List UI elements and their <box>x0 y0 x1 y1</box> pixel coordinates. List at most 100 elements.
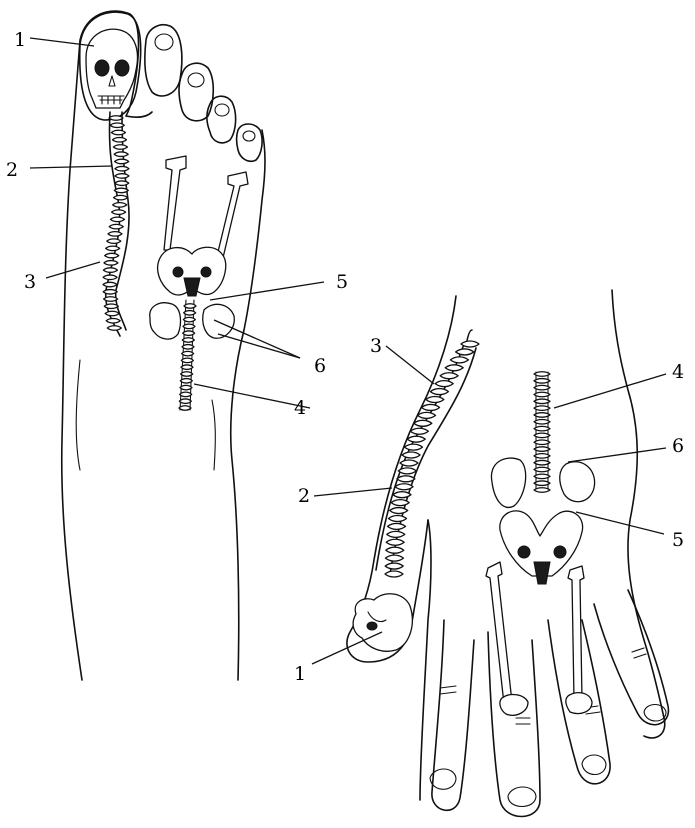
hand-vertebra <box>389 515 407 521</box>
hand-vertebra <box>418 412 436 418</box>
hand-cord-segment <box>534 474 550 479</box>
hand-label-pelvis: 5 <box>672 529 684 551</box>
foot-vertebra <box>108 232 122 237</box>
hand-cord-segment <box>534 426 550 431</box>
hand-vertebra <box>450 357 468 363</box>
hand-vertebra <box>385 563 403 569</box>
foot-vertebra <box>113 203 127 208</box>
foot-vertebra <box>110 217 124 222</box>
foot-cord-segment <box>184 304 196 309</box>
hand-cord-segment <box>534 399 550 404</box>
hand-cord-segment <box>534 406 550 411</box>
hand-cord-segment <box>534 413 550 418</box>
hand-vertebra <box>461 341 479 347</box>
toe-2 <box>145 25 182 96</box>
foot-vertebra <box>115 181 129 186</box>
foot-cord-segment <box>182 345 194 350</box>
hand-vertebra <box>390 508 408 514</box>
foot-vertebra <box>106 319 120 324</box>
foot-leg-bones <box>164 156 248 262</box>
hand-skull <box>353 594 412 652</box>
foot-vertebra <box>114 195 128 200</box>
hand-vertebra <box>400 460 418 466</box>
foot-cord-segment <box>180 385 192 390</box>
hand-vertebra <box>414 420 432 426</box>
hand-cord-segment <box>534 379 550 384</box>
hand-vertebra <box>395 484 413 490</box>
hand-vertebra <box>445 365 463 371</box>
foot-vertebrae <box>103 116 129 331</box>
foot-cord-segment <box>181 358 193 363</box>
foot-vertebra <box>105 253 119 258</box>
hand-vertebra <box>397 476 415 482</box>
hand-cord-segment <box>534 420 550 425</box>
foot-vertebra <box>103 290 117 295</box>
hand-right-edge <box>612 290 665 738</box>
foot-cord-segment <box>179 406 191 411</box>
hand-vertebra <box>440 373 458 379</box>
hand-vertebra <box>407 436 425 442</box>
foot-label-cervical-spine: 2 <box>6 159 18 181</box>
foot-vertebra <box>106 246 120 251</box>
hand-vertebra <box>456 349 474 355</box>
foot-cord-segment <box>180 379 192 384</box>
foot-illustration <box>62 11 265 680</box>
hand-vertebra <box>430 389 448 395</box>
hand-cord-segment <box>534 372 550 377</box>
hand-vertebra <box>385 571 403 577</box>
foot-vertebra <box>115 174 129 179</box>
foot-vertebra <box>103 268 117 273</box>
foot-vertebra <box>115 166 129 171</box>
hand-cord-segment <box>534 454 550 459</box>
foot-pelvis <box>158 247 226 296</box>
toe-4 <box>207 96 236 143</box>
foot-label-pelvis: 5 <box>336 271 348 293</box>
foot-cord-segment <box>182 351 194 356</box>
hand-vertebra <box>388 523 406 529</box>
hand-vertebra <box>426 397 444 403</box>
foot-outline <box>62 11 152 680</box>
foot-label-kidneys: 6 <box>314 355 326 377</box>
hand-vertebra <box>387 531 405 537</box>
hand-vertebra <box>404 444 422 450</box>
foot-vertebra <box>114 188 128 193</box>
foot-vertebra <box>104 261 118 266</box>
hand-vertebra <box>386 539 404 545</box>
foot-cord-segment <box>180 392 192 397</box>
hand-vertebra <box>422 404 440 410</box>
foot-leaders <box>30 38 324 408</box>
foot-vertebra <box>109 224 123 229</box>
hand-cord-segment <box>534 433 550 438</box>
hand-vertebra <box>393 492 411 498</box>
hand-label-thoracic-lumbar-spine: 3 <box>370 335 382 357</box>
hand-cord-segment <box>534 488 550 493</box>
hand-label-kidneys: 6 <box>672 435 684 457</box>
foot-vertebra <box>112 210 126 215</box>
hand-limb-bones <box>486 562 592 715</box>
hand-vertebra <box>410 428 428 434</box>
hand-vertebra <box>386 547 404 553</box>
foot-vertebra <box>111 130 125 135</box>
foot-vertebra <box>104 297 118 302</box>
hand-cord-segment <box>534 440 550 445</box>
foot-vertebra <box>105 311 119 316</box>
hand-vertebra <box>402 452 420 458</box>
hand-vertebra <box>385 555 403 561</box>
foot-cord-segment <box>184 311 196 316</box>
foot-vertebra <box>114 152 128 157</box>
foot-vertebra <box>112 137 126 142</box>
foot-label-thoracic-lumbar-spine: 3 <box>24 271 36 293</box>
hand-label-spinal-cord: 4 <box>672 361 684 383</box>
index-finger <box>432 620 474 810</box>
hand-cord-segment <box>534 467 550 472</box>
foot-vertebra <box>115 159 129 164</box>
foot-cord-segments <box>179 304 196 411</box>
hand-cord-segment <box>534 447 550 452</box>
foot-cord-segment <box>183 324 195 329</box>
foot-vertebra <box>110 123 124 128</box>
foot-cord-segment <box>179 399 191 404</box>
hand-vertebra <box>398 468 416 474</box>
hand-vertebra <box>391 500 409 506</box>
foot-label-head: 1 <box>14 29 26 51</box>
